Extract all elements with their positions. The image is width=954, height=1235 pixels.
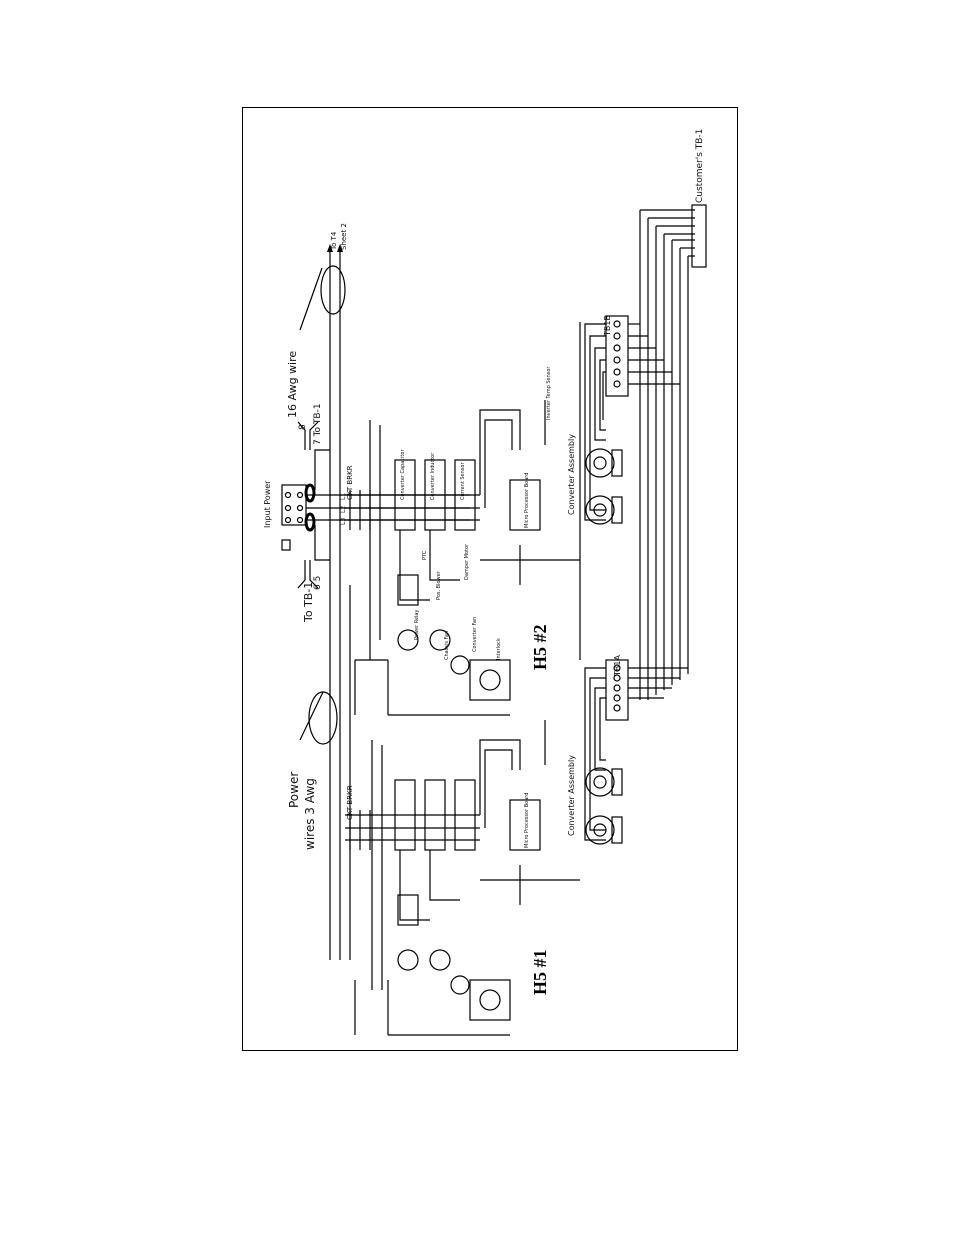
micro-board-1-label: Micro Processor Board	[524, 793, 530, 848]
micro-board-1	[509, 799, 541, 851]
to-tb1-top-label: 7 To TB-1	[313, 403, 323, 445]
ptc-label: PTC	[422, 550, 428, 560]
power-wires-label: Power	[287, 772, 301, 808]
micro-board-2	[509, 479, 541, 531]
h5-2-label: H5 #2	[530, 624, 550, 670]
micro-board-2-label: Micro Processor Board	[524, 473, 530, 528]
converter-assembly-2	[585, 448, 623, 525]
chassis-fan-label: Chassis Fan	[444, 631, 450, 660]
input-power-block	[281, 449, 470, 561]
to-tb1-left-label: To TB-1	[302, 582, 315, 623]
schematic-frame	[242, 107, 738, 1051]
power-relay-label: Power Relay	[414, 610, 420, 640]
conv-ind-label: Converter Inductor	[430, 452, 436, 500]
customer-tb-wires	[639, 204, 707, 700]
converter-assembly-1	[585, 767, 623, 845]
tb1b-label: TB1B	[603, 315, 612, 337]
to-tb1-top-num: 8	[298, 424, 308, 430]
tb1a-harness	[584, 667, 606, 841]
bus-lines	[329, 252, 383, 990]
current-sensor-label: Current Sensor	[460, 462, 466, 500]
unit2-power-section	[345, 409, 580, 716]
tb1a-label: TB1A	[613, 655, 622, 677]
l3-label: L3	[340, 518, 347, 525]
tb1a-block	[605, 659, 688, 721]
converter-assembly-2-label: Converter Assembly	[567, 434, 576, 515]
pos-blower-label: Pos. Blower	[436, 570, 442, 600]
h5-1-label: H5 #1	[530, 949, 550, 995]
tb1b-harness	[579, 322, 606, 660]
power-wires-label-2: wires 3 Awg	[303, 778, 317, 850]
l1-label: L1	[340, 493, 347, 500]
to-tb1-left-arrow	[297, 560, 319, 589]
to-t4-label: To T4	[330, 231, 338, 251]
converter-assembly-1-label: Converter Assembly	[567, 755, 576, 836]
conv-cap-label: Converter Capacitor	[400, 449, 406, 500]
l2-label: L2	[340, 506, 347, 513]
wire16-label: 16 Awg wire	[286, 351, 299, 418]
to-tb1-top-arrow	[297, 421, 319, 450]
customers-tb-label: Customer's TB-1	[695, 129, 705, 203]
unit1-power-section	[345, 739, 580, 1036]
sheet-label: Sheet 2	[340, 223, 348, 250]
interlock-label: Interlock	[496, 638, 502, 660]
inverter-temp-label: Inverter Temp Sensor	[546, 366, 552, 420]
damper-motor-label: Damper Motor	[464, 543, 470, 580]
converter-fan-label: Converter Fan	[472, 617, 478, 652]
power-wires-ellipse	[308, 691, 338, 745]
wire16-ellipse	[320, 265, 346, 315]
ckt-brkr-2-label: CKT BRKR	[346, 465, 354, 500]
ckt-brkr-1-label: CKT BRKR	[346, 785, 354, 820]
to-tb1-left-nums: 6 5	[313, 576, 323, 590]
input-power-label: Input Power	[263, 480, 272, 528]
tb1b-block	[605, 315, 680, 397]
